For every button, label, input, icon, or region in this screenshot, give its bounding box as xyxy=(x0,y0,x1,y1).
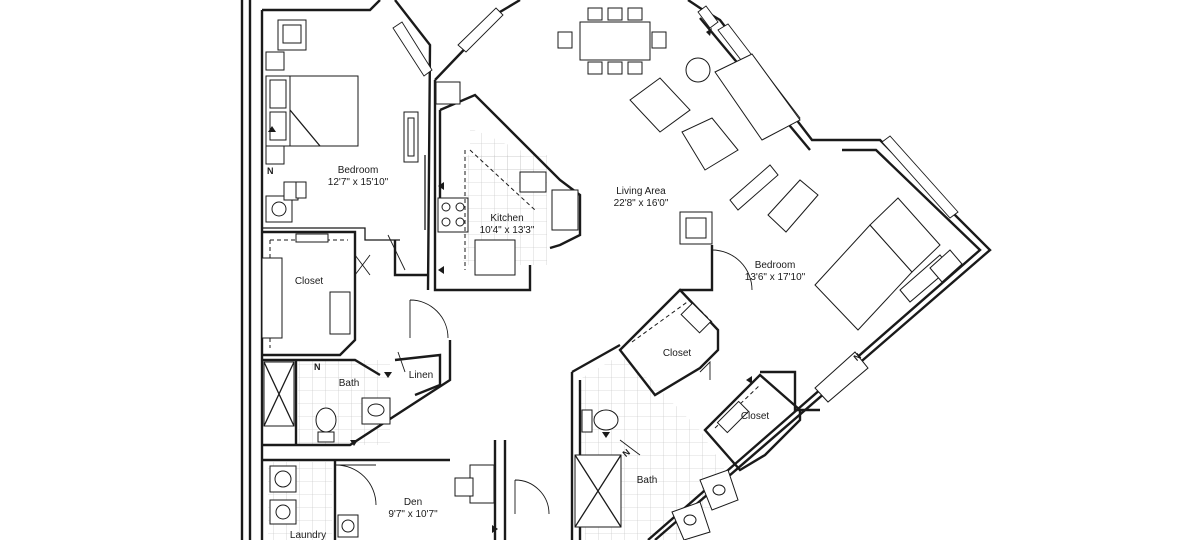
room-name: Closet xyxy=(740,411,770,422)
cooktop xyxy=(437,197,469,233)
room-name: Kitchen xyxy=(490,213,524,224)
room-label-bedroom-right: Bedroom 13'6" x 17'10" xyxy=(745,260,805,284)
desk-right xyxy=(814,351,869,403)
dresser-right xyxy=(767,179,819,233)
sofa xyxy=(714,53,801,141)
den xyxy=(454,440,550,540)
armchair-living xyxy=(629,77,691,133)
north-marker: N xyxy=(314,362,321,372)
room-size: 9'7" x 10'7" xyxy=(388,509,438,520)
room-label-kitchen: Kitchen 10'4" x 13'3" xyxy=(480,213,535,237)
bath-left xyxy=(262,340,452,447)
room-size: 22'8" x 16'0" xyxy=(613,198,669,209)
bed-left xyxy=(289,75,359,147)
room-name: Bath xyxy=(636,475,658,486)
room-name: Linen xyxy=(408,370,434,381)
room-size: 10'4" x 13'3" xyxy=(479,225,535,236)
north-marker: N xyxy=(267,166,274,176)
bedroom-right xyxy=(680,179,963,412)
room-label-linen: Linen xyxy=(409,370,433,382)
room-label-closet-left: Closet xyxy=(295,276,323,288)
bedroom-left xyxy=(262,19,428,277)
room-label-den: Den 9'7" x 10'7" xyxy=(388,497,437,521)
markers xyxy=(268,28,752,533)
room-label-laundry: Laundry xyxy=(290,530,326,542)
kitchen-sink xyxy=(519,171,547,193)
tv-console xyxy=(729,164,779,211)
room-name: Bedroom xyxy=(754,260,796,271)
room-label-closet-right-a: Closet xyxy=(663,348,691,360)
room-label-living: Living Area 22'8" x 16'0" xyxy=(614,186,669,210)
closets-right xyxy=(618,288,802,472)
room-label-closet-right-b: Closet xyxy=(741,411,769,423)
side-table xyxy=(685,57,711,83)
room-label-bath-left: Bath xyxy=(339,378,360,390)
room-name: Laundry xyxy=(289,530,327,541)
living-furniture xyxy=(557,7,801,245)
laundry xyxy=(260,460,377,540)
room-name: Den xyxy=(403,497,423,508)
coffee-table xyxy=(681,117,739,171)
room-name: Bedroom xyxy=(337,165,379,176)
room-label-bath-right: Bath xyxy=(637,475,658,487)
island xyxy=(474,239,516,276)
toilet-right xyxy=(593,409,619,431)
door-swing xyxy=(409,299,449,339)
room-name: Bath xyxy=(338,378,360,389)
kitchen xyxy=(433,80,582,292)
room-name: Closet xyxy=(294,276,324,287)
closet-left xyxy=(261,230,406,357)
toilet-left xyxy=(315,407,337,433)
dining-table xyxy=(579,21,651,61)
bath-right xyxy=(570,343,739,540)
room-name: Living Area xyxy=(616,186,666,197)
room-size: 13'6" x 17'10" xyxy=(744,272,806,283)
room-label-bedroom-left: Bedroom 12'7" x 15'10" xyxy=(328,165,388,189)
refrigerator xyxy=(551,189,579,231)
room-name: Closet xyxy=(662,348,692,359)
nightstand xyxy=(265,51,285,71)
room-size: 12'7" x 15'10" xyxy=(327,177,389,188)
